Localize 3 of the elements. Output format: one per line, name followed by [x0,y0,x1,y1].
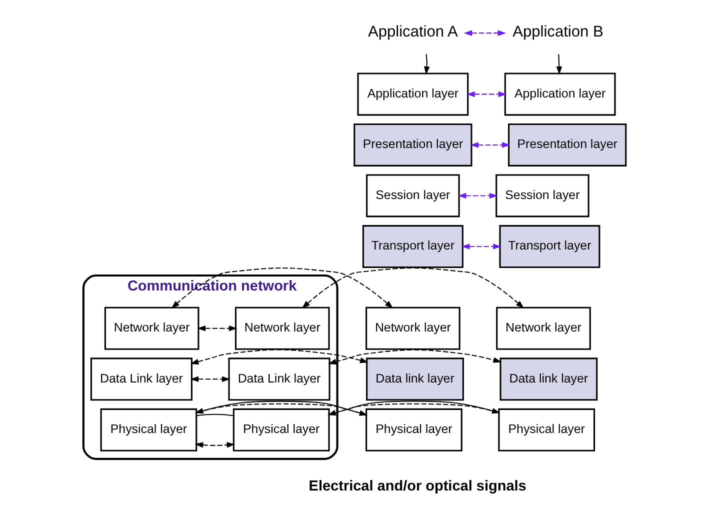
label: Electrical and/or optical signals [308,478,526,495]
node-text: Application A [368,24,458,41]
node-text: Application B [512,24,604,41]
